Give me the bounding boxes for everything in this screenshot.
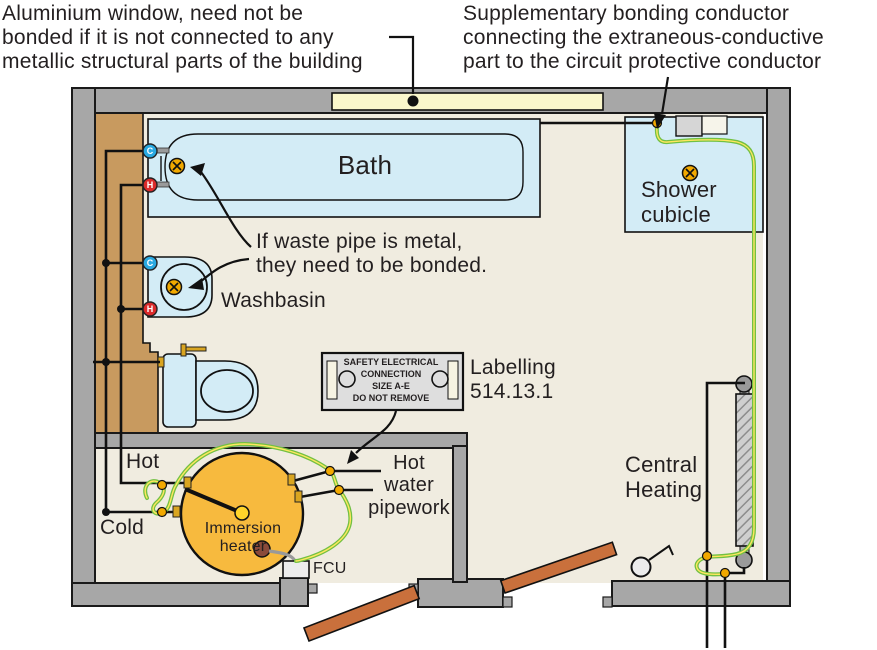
waste-arrow-bath <box>200 171 252 248</box>
room-door-leaf <box>499 541 618 595</box>
labelling-ref: Labelling 514.13.1 <box>470 356 556 404</box>
supplementary-arrowhead <box>654 113 666 129</box>
bath-spout-hot <box>155 181 170 188</box>
cold-label: Cold <box>100 516 144 539</box>
shower-unit <box>675 115 703 137</box>
window-callout-line <box>389 35 415 94</box>
bath-cold-tap <box>142 143 158 159</box>
svg-text:C: C <box>147 146 154 156</box>
bath-hot-tap <box>142 177 158 193</box>
bonding-clamp-symbols <box>165 157 699 296</box>
immersion-heater-label: Immersion heater <box>204 520 282 555</box>
svg-text:H: H <box>147 304 154 314</box>
basin-hot-tap <box>142 301 158 317</box>
callout-leaders <box>188 35 670 464</box>
svg-text:H: H <box>147 180 154 190</box>
toilet <box>157 343 259 428</box>
bath-label: Bath <box>337 150 393 180</box>
bath-spout-cold <box>155 147 170 154</box>
fcu-label: FCU <box>313 560 347 577</box>
basin-cold-tap <box>142 255 158 271</box>
bath <box>147 118 541 218</box>
taps: C H C H <box>142 143 158 317</box>
svg-text:C: C <box>147 258 154 268</box>
door-handle-symbol <box>630 544 674 578</box>
aluminium-window <box>331 92 604 111</box>
immersion-boss <box>253 540 271 558</box>
bath-bonding-symbol <box>168 157 186 175</box>
cold-pipe <box>104 149 176 514</box>
earth-clamps <box>156 117 731 579</box>
bottom-wall-centre <box>417 578 504 608</box>
flex-cable <box>268 549 297 562</box>
safety-label-text: SAFETY ELECTRICAL CONNECTION SIZE A-E DO… <box>343 357 439 403</box>
cupboard-door-leaf <box>302 584 421 643</box>
radiator-pipe-2 <box>723 567 746 648</box>
room-walls <box>71 87 791 608</box>
window-callout-dot <box>407 95 419 107</box>
bottom-wall-left <box>71 582 309 607</box>
basin-bonding-symbol <box>165 278 183 296</box>
safety-label-plate <box>320 351 465 412</box>
shower-bonding-symbol <box>681 164 699 182</box>
pipe-junction-dots <box>102 259 125 516</box>
label-leader <box>355 410 398 454</box>
fcu-wall-block <box>279 577 309 607</box>
fcu-unit <box>282 560 310 579</box>
supplementary-bonding-conductor <box>143 125 756 577</box>
aluminium-window-annotation: Aluminium window, need not be bonded if … <box>2 2 363 74</box>
cistern-handle <box>180 343 187 357</box>
hot-water-cylinder <box>172 451 305 577</box>
supplementary-bonding-annotation: Supplementary bonding conductor connecti… <box>463 2 824 74</box>
shower-unit-cover <box>701 115 728 135</box>
shower-cubicle-label: Shower cubicle <box>641 177 717 228</box>
hot-water-pipework-label: Hot water pipework <box>368 452 450 519</box>
cupboard-wall-top <box>94 432 468 449</box>
central-heating-label: Central Heating <box>625 452 703 503</box>
immersion-element <box>184 487 243 515</box>
bottom-wall-right <box>611 580 791 607</box>
cupboard-wall-right <box>452 445 468 583</box>
supplementary-callout-line <box>660 76 670 115</box>
waste-pipe-note: If waste pipe is metal, they need to be … <box>256 230 488 278</box>
washbasin-label: Washbasin <box>221 289 326 312</box>
hot-label: Hot <box>126 450 160 473</box>
